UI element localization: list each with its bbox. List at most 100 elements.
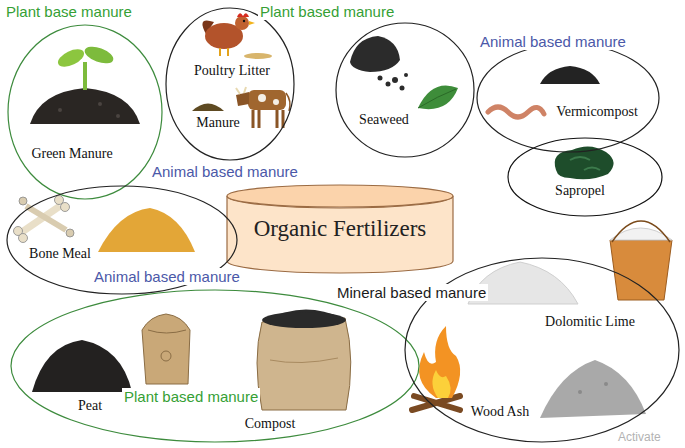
ash-pile-icon	[604, 382, 608, 386]
sprout-soil-icon	[55, 46, 86, 71]
ash-pile-icon	[540, 360, 646, 418]
seaweed-icon	[418, 86, 458, 110]
compost-sack-icon	[257, 309, 351, 410]
ellipse-outline	[335, 22, 475, 158]
ellipse-outline	[165, 7, 295, 161]
worm-compost-icon	[488, 107, 544, 117]
category-heading: Animal based manure	[150, 163, 300, 180]
item-label: Wood Ash	[471, 404, 529, 420]
item-label: Seaweed	[359, 112, 409, 128]
item-label: Compost	[245, 416, 296, 432]
peat-icon	[32, 340, 132, 392]
sprout-soil-icon	[98, 102, 102, 106]
ash-pile-icon	[540, 360, 646, 418]
category-ellipse: Plant base manureGreen Manure	[7, 24, 163, 200]
bones-icon	[19, 234, 28, 243]
ash-pile-icon	[578, 390, 582, 394]
cow-manure-icon	[286, 93, 290, 111]
seaweed-icon	[404, 73, 408, 77]
compost-sack-icon	[262, 312, 346, 328]
group-ellipse	[477, 44, 659, 152]
sapropel-icon	[570, 157, 600, 170]
item-label: Green Manure	[31, 146, 112, 162]
item-label: Poultry Litter	[194, 63, 270, 79]
sprout-soil-icon	[116, 114, 120, 118]
category-ellipse: Bone MealAnimal based manure	[6, 185, 238, 295]
cow-manure-icon	[273, 99, 279, 105]
seaweed-icon	[350, 36, 458, 109]
peat-icon	[148, 330, 186, 333]
ellipse-outline	[7, 24, 163, 200]
seaweed-icon	[400, 86, 405, 91]
hen-icon	[235, 16, 249, 30]
peat-icon	[32, 314, 190, 392]
bones-icon	[98, 208, 195, 252]
peat-icon	[161, 351, 171, 361]
cow-manure-icon	[248, 90, 286, 110]
item-label: Dolomitic Lime	[545, 314, 635, 330]
category-ellipse: Sapropel	[507, 137, 663, 217]
hen-icon	[244, 53, 272, 59]
sprout-soil-icon	[30, 88, 140, 124]
sprout-soil-icon	[83, 62, 87, 90]
group-ellipse	[166, 8, 294, 160]
bones-icon	[26, 206, 66, 230]
hen-icon	[220, 48, 228, 56]
category-heading: Animal based manure	[92, 268, 242, 285]
group-ellipse	[336, 23, 474, 157]
fire-icon	[419, 326, 460, 398]
item-label: Vermicompost	[556, 104, 638, 120]
hen-icon	[243, 20, 245, 22]
center-cylinder: Organic Fertilizers	[226, 184, 454, 274]
seaweed-icon	[378, 76, 383, 81]
ellipse-outline	[476, 43, 660, 153]
cow-manure-icon	[236, 92, 249, 106]
category-heading: Mineral based manure	[335, 284, 488, 301]
center-title: Organic Fertilizers	[254, 216, 427, 242]
ellipse-outline	[507, 137, 663, 217]
fire-icon	[432, 370, 450, 398]
item-label: Peat	[78, 398, 102, 414]
group-ellipse	[11, 290, 419, 442]
seaweed-icon	[392, 77, 398, 83]
category-ellipse: Plant based manureSeaweed	[335, 22, 475, 158]
lime-pile-icon	[612, 221, 670, 242]
bones-icon	[19, 197, 27, 205]
item-label: Bone Meal	[29, 246, 91, 262]
category-heading: Plant base manure	[4, 3, 134, 20]
item-label: Sapropel	[555, 183, 605, 199]
sprout-soil-icon	[58, 108, 62, 112]
cow-manure-icon	[253, 110, 283, 128]
hen-icon	[249, 21, 255, 25]
ellipse-outline	[10, 289, 420, 443]
group-ellipse	[508, 138, 662, 216]
compost-sack-icon	[270, 358, 338, 363]
compost-sack-icon	[257, 318, 351, 410]
category-ellipse: Mineral based manureDolomitic LimeWood A…	[404, 257, 680, 443]
hen-icon	[237, 13, 249, 17]
bones-icon	[14, 196, 196, 253]
seaweed-icon	[418, 89, 456, 108]
item-label: Manure	[196, 115, 240, 131]
category-heading: Plant based manure	[122, 388, 260, 405]
bones-icon	[66, 229, 74, 237]
category-heading: Animal based manure	[478, 33, 628, 50]
lime-pile-icon	[610, 228, 672, 240]
group-ellipse	[8, 25, 162, 199]
category-ellipse: Animal based manureVermicompost	[476, 43, 660, 153]
category-ellipse: Poultry LitterManureAnimal based manure	[165, 7, 295, 161]
cow-manure-icon	[258, 94, 266, 102]
seaweed-icon	[386, 82, 391, 87]
lime-pile-icon	[610, 240, 672, 300]
cylinder-top	[227, 185, 453, 207]
peat-icon	[142, 314, 190, 384]
category-ellipse: Peat Plant based manureCompost	[10, 289, 420, 443]
category-heading: Plant based manure	[258, 3, 396, 20]
bones-icon	[61, 203, 70, 212]
watermark: Activate	[618, 431, 661, 445]
cow-manure-icon	[192, 104, 224, 112]
sprout-soil-icon	[83, 43, 116, 66]
worm-compost-icon	[540, 66, 600, 84]
sprout-soil-icon	[30, 43, 140, 124]
